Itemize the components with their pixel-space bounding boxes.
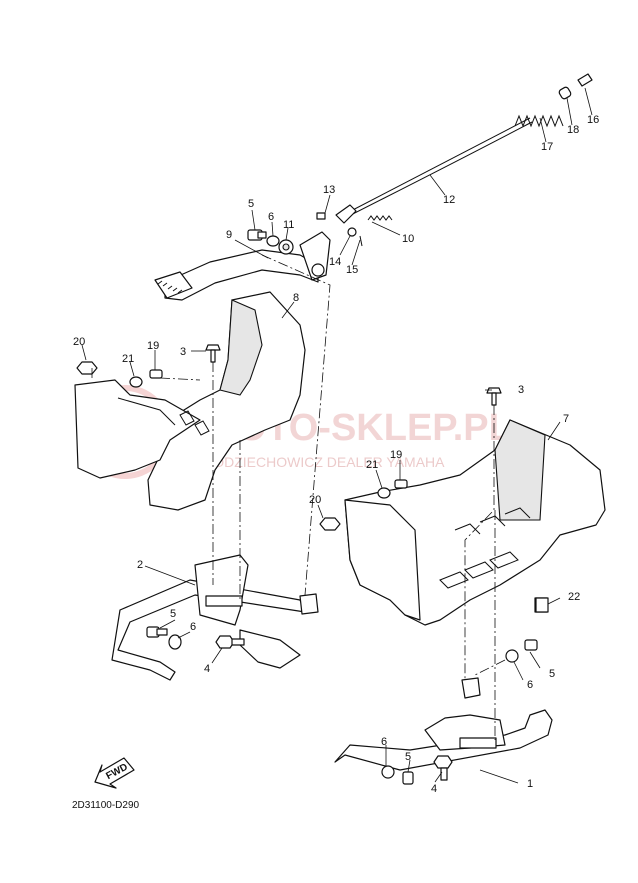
cable-end-clip <box>577 73 593 87</box>
callout-16: 16 <box>587 114 599 126</box>
callout-9: 9 <box>226 229 232 241</box>
callout-3-left: 3 <box>180 346 186 358</box>
right-footrest-board <box>344 419 606 626</box>
callout-18: 18 <box>567 124 579 136</box>
callout-19-left: 19 <box>147 340 159 352</box>
right-footrest-bracket <box>334 677 553 771</box>
brake-pedal <box>154 231 331 301</box>
callout-10: 10 <box>402 233 414 245</box>
leader-lines <box>81 87 593 784</box>
callout-5-left: 5 <box>170 608 176 620</box>
bracket-fasteners <box>146 626 538 785</box>
callout-6-bottom: 6 <box>381 736 387 748</box>
watermark-sub-text: WODZIECHOWICZ DEALER YAMAHA <box>200 454 445 470</box>
alignment-lines <box>91 254 506 740</box>
fwd-arrow: FWD <box>94 757 135 789</box>
callout-21-left: 21 <box>122 353 134 365</box>
callout-6-right: 6 <box>527 679 533 691</box>
callout-numbers: 1 2 3 3 4 4 5 5 5 5 6 6 6 6 7 8 9 10 11 … <box>73 114 599 795</box>
left-footrest-bracket <box>111 554 319 681</box>
callout-17: 17 <box>541 141 553 153</box>
cable-adjuster-spring <box>514 114 564 128</box>
callout-4-right: 4 <box>431 783 437 795</box>
callout-21-right: 21 <box>366 459 378 471</box>
callout-20-right: 20 <box>309 494 321 506</box>
callout-4-left: 4 <box>204 663 210 675</box>
cable-end-fitting <box>558 86 572 100</box>
callout-14: 14 <box>329 256 341 268</box>
pedal-hardware <box>247 204 393 255</box>
callout-2: 2 <box>137 559 143 571</box>
callout-15: 15 <box>346 264 358 276</box>
callout-6-left: 6 <box>190 621 196 633</box>
callout-5-right: 5 <box>549 668 555 680</box>
callout-5-top: 5 <box>248 198 254 210</box>
callout-12: 12 <box>443 194 455 206</box>
callout-1: 1 <box>527 778 533 790</box>
callout-11: 11 <box>283 219 294 231</box>
callout-19-right: 19 <box>390 449 402 461</box>
brake-cable <box>344 73 593 219</box>
callout-22: 22 <box>568 591 580 603</box>
callout-8: 8 <box>293 292 299 304</box>
callout-7: 7 <box>563 413 569 425</box>
board-fasteners <box>76 344 502 531</box>
callout-3-right: 3 <box>518 384 524 396</box>
left-footrest-board <box>74 291 306 511</box>
callout-5-bottom: 5 <box>405 751 411 763</box>
return-spring <box>367 215 393 221</box>
diagram-code: 2D31100-D290 <box>72 800 140 811</box>
callout-20-left: 20 <box>73 336 85 348</box>
callout-13: 13 <box>323 184 335 196</box>
label-sticker <box>535 597 549 613</box>
callout-6-top: 6 <box>268 211 274 223</box>
